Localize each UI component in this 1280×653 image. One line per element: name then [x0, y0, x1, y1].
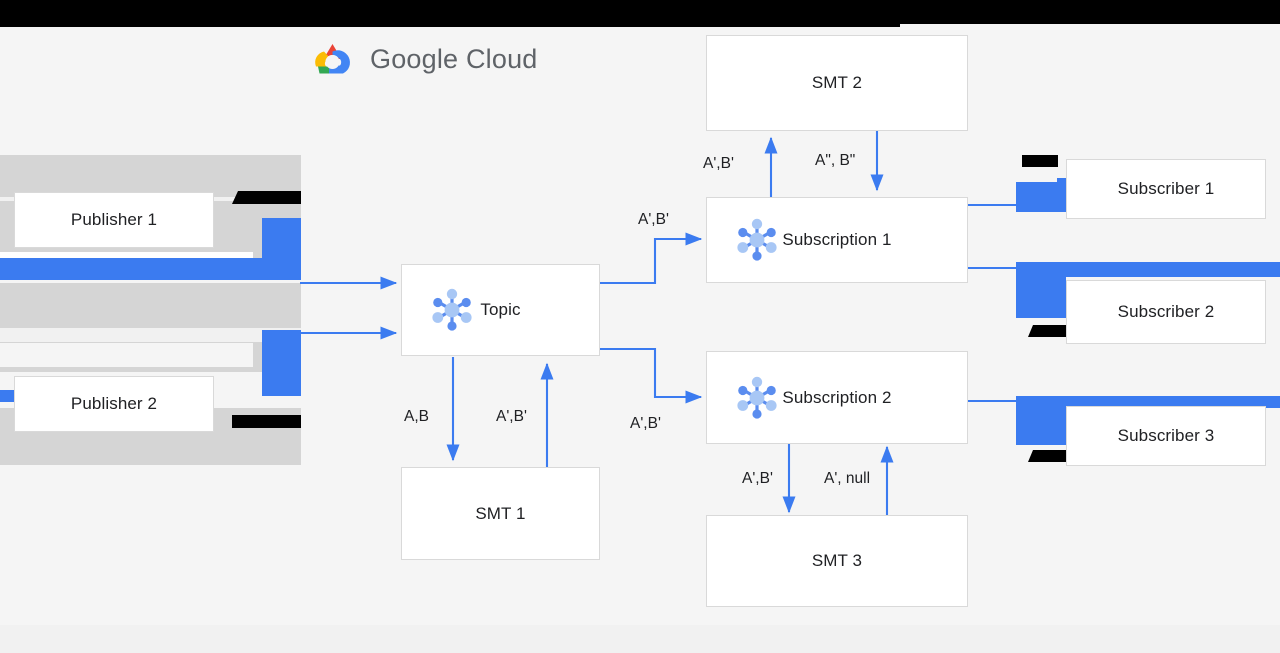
node-label: Subscriber 2	[1117, 302, 1215, 321]
artifact-blue-block	[1016, 262, 1066, 318]
node-subscription-2[interactable]: Subscription 2	[706, 351, 968, 444]
pubsub-subscription-icon	[737, 218, 777, 261]
top-black-bar	[900, 0, 1280, 24]
redaction-bar	[1022, 155, 1058, 167]
node-label: Subscriber 3	[1117, 426, 1215, 445]
artifact-blue-block	[262, 218, 301, 280]
brand-wordmark: Google Cloud	[370, 44, 538, 75]
node-smt-3[interactable]: SMT 3	[706, 515, 968, 607]
bottom-strip	[0, 625, 1280, 653]
artifact-gray-band	[0, 328, 301, 342]
brand-word-cloud: Cloud	[465, 43, 538, 74]
node-label: Publisher 2	[70, 394, 158, 413]
node-smt-1[interactable]: SMT 1	[401, 467, 600, 560]
artifact-blue-bar	[1016, 396, 1280, 408]
artifact-blue-block	[1016, 182, 1066, 212]
redaction-bar	[1028, 325, 1066, 337]
node-label: Subscription 2	[782, 387, 892, 407]
artifact-light-strip	[0, 343, 253, 367]
node-smt-2[interactable]: SMT 2	[706, 35, 968, 131]
artifact-white-strip	[0, 252, 253, 258]
node-publisher-2[interactable]: Publisher 2	[14, 376, 214, 432]
node-subscriber-2[interactable]: Subscriber 2	[1066, 280, 1266, 344]
node-subscriber-3[interactable]: Subscriber 3	[1066, 406, 1266, 466]
artifact-blue-bar	[0, 258, 301, 280]
artifact-blue-bar	[1016, 262, 1280, 277]
node-publisher-1[interactable]: Publisher 1	[14, 192, 214, 248]
node-label: Publisher 1	[70, 210, 158, 229]
redaction-bar	[232, 415, 301, 428]
node-label: SMT 3	[811, 551, 863, 570]
edge-label-topic-subscription1: A',B'	[638, 211, 669, 228]
edge-label-topic-smt1: A,B	[404, 408, 429, 425]
redaction-bar	[232, 191, 301, 204]
artifact-blue-block	[1057, 178, 1070, 186]
pubsub-topic-icon	[432, 288, 472, 331]
edge-label-topic-subscription2: A',B'	[630, 415, 661, 432]
edge-label-smt3-subscription2: A', null	[824, 470, 871, 487]
node-label: Topic	[480, 300, 521, 319]
google-cloud-brand: Google Cloud	[310, 40, 538, 78]
edge-label-subscription2-smt3: A',B'	[742, 470, 773, 487]
google-cloud-logo-icon	[315, 44, 350, 74]
artifact-blue-bar	[0, 390, 14, 402]
node-topic[interactable]: Topic	[401, 264, 600, 356]
artifact-gray-band	[0, 283, 301, 328]
redaction-bar	[1028, 450, 1066, 462]
node-label: SMT 2	[811, 73, 863, 92]
pubsub-subscription-icon	[737, 376, 777, 419]
artifact-gray-band	[0, 155, 301, 197]
node-subscriber-1[interactable]: Subscriber 1	[1066, 159, 1266, 219]
artifact-blue-block	[1016, 396, 1066, 445]
top-black-bar	[0, 0, 900, 27]
edge-label-subscription1-smt2: A',B'	[703, 155, 734, 172]
node-subscription-1[interactable]: Subscription 1	[706, 197, 968, 283]
brand-word-google: Google	[370, 43, 459, 74]
node-label: Subscriber 1	[1117, 179, 1215, 198]
artifact-gray-band	[0, 372, 301, 377]
edge-label-smt2-subscription1: A", B"	[815, 152, 856, 169]
node-label: SMT 1	[475, 503, 526, 523]
edge-label-smt1-topic: A',B'	[496, 408, 527, 425]
artifact-blue-block	[262, 330, 301, 396]
node-label: Subscription 1	[782, 230, 892, 249]
